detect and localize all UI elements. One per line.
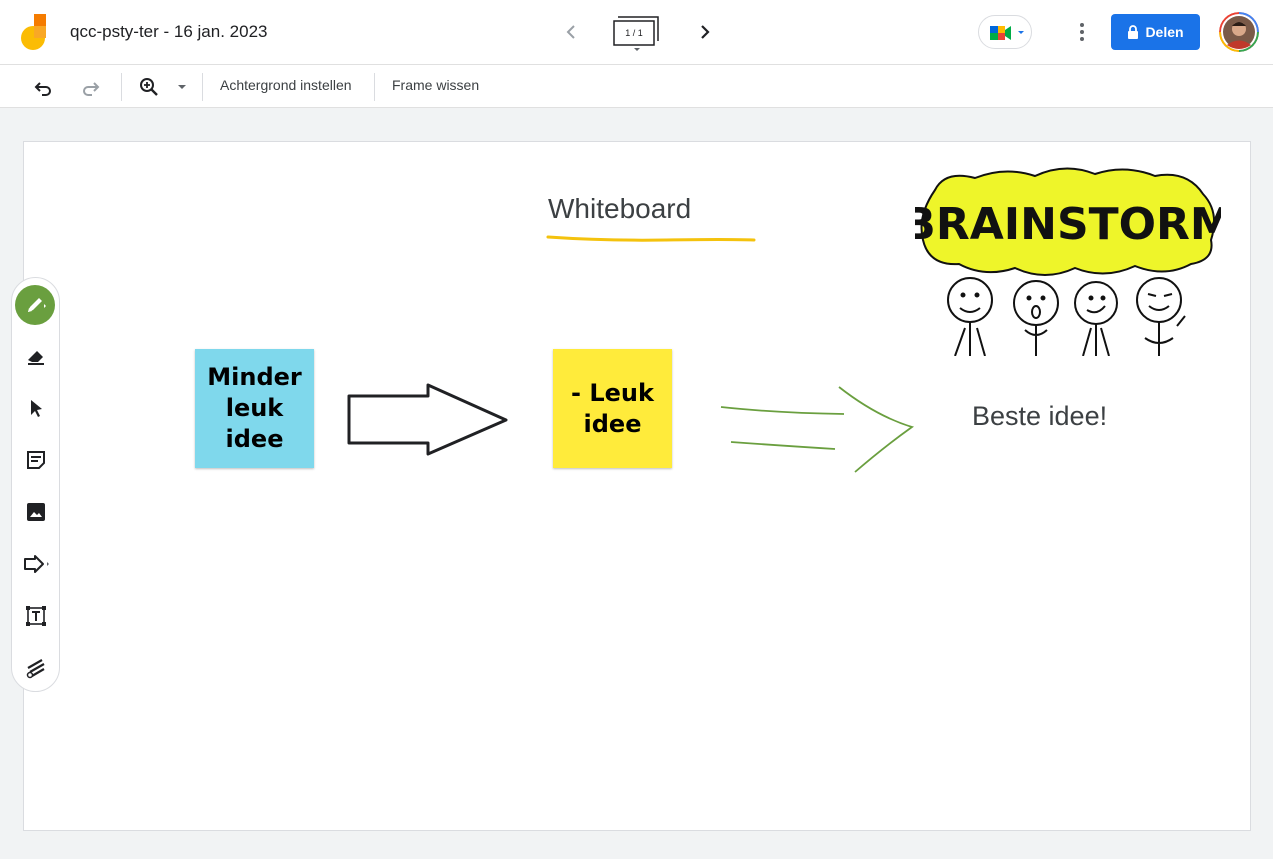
jamboard-logo-icon[interactable] [20,14,48,50]
hand-drawn-arrow[interactable] [716,383,920,477]
edit-toolbar: Achtergrond instellen Frame wissen [0,64,1273,108]
shape-tool[interactable] [22,550,50,578]
laser-tool[interactable] [22,654,50,682]
title-underline-stroke[interactable] [546,232,758,246]
text-box-tool[interactable] [22,602,50,630]
brainstorm-label: BRAINSTORM [915,199,1221,250]
laser-icon [26,659,45,679]
toolbar-divider [121,73,122,101]
image-icon [27,503,45,521]
document-title[interactable]: qcc-psty-ter - 16 jan. 2023 [70,22,268,41]
best-idea-text[interactable]: Beste idee! [972,401,1108,431]
frame-count: 1 / 1 [625,28,643,38]
zoom-dropdown-icon[interactable] [170,75,194,99]
app-header: qcc-psty-ter - 16 jan. 2023 1 / 1 [0,0,1273,64]
clear-frame-button[interactable]: Frame wissen [392,77,480,93]
brainstorm-illustration[interactable]: BRAINSTORM [915,160,1221,356]
sticky-note-icon [27,451,45,469]
more-options-icon[interactable] [1070,20,1094,44]
share-button[interactable]: Delen [1111,14,1200,50]
whiteboard-title[interactable]: Whiteboard [548,193,692,224]
sticky-note-blue[interactable]: Minder leuk idee [195,349,314,468]
frame-indicator[interactable]: 1 / 1 [612,14,662,54]
toolbar-divider [202,73,203,101]
meet-button[interactable] [978,15,1032,49]
shape-icon [24,555,49,573]
zoom-icon[interactable] [137,75,161,99]
eraser-icon [28,351,44,365]
tool-rail [11,277,60,692]
text-box-icon [26,606,46,626]
set-background-button[interactable]: Achtergrond instellen [220,77,352,93]
lock-icon [1128,25,1139,39]
eraser-tool[interactable] [22,342,50,370]
arrow-shape[interactable] [345,382,511,458]
undo-icon[interactable] [31,75,55,99]
toolbar-divider [374,73,375,101]
pen-icon [28,298,46,312]
sticky-note-yellow[interactable]: - Leuk idee [553,349,672,468]
pen-tool[interactable] [15,285,55,325]
previous-frame-button[interactable] [560,20,582,44]
next-frame-button[interactable] [694,20,716,44]
frame-stack-icon [613,16,659,51]
select-tool[interactable] [22,394,50,422]
image-tool[interactable] [22,498,50,526]
redo-icon[interactable] [79,75,103,99]
share-label: Delen [1145,24,1184,40]
select-icon [31,400,42,417]
google-meet-icon [990,26,1024,40]
sticky-note-tool[interactable] [22,446,50,474]
user-avatar[interactable] [1219,12,1259,52]
